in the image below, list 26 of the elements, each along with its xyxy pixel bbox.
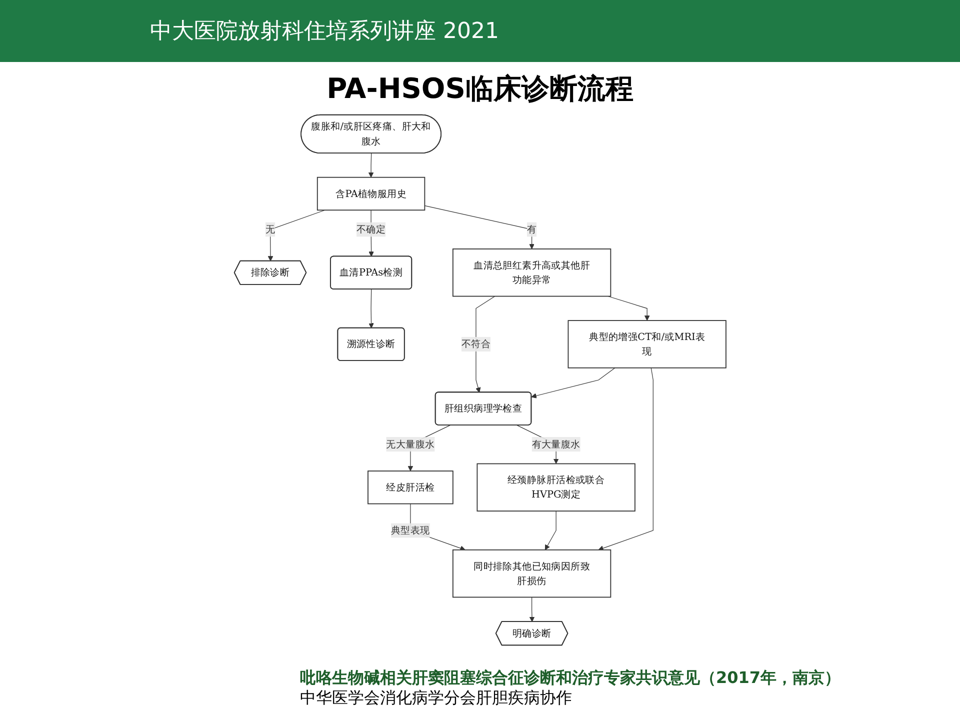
arrow bbox=[608, 296, 650, 321]
edge-label: 典型表现 bbox=[390, 524, 430, 536]
series-title: 中大医院放射科住培系列讲座 2021 bbox=[150, 18, 499, 46]
edge-label: 无 bbox=[265, 223, 275, 235]
arrow bbox=[598, 368, 654, 551]
node-box: 典型的增强CT和/或MRI表现 bbox=[568, 320, 726, 368]
edge-label: 有大量腹水 bbox=[532, 438, 580, 450]
node-box: 含PA植物服用史 bbox=[316, 176, 425, 211]
arrow bbox=[424, 205, 534, 250]
node-box: 血清总胆红素升高或其他肝功能异常 bbox=[452, 248, 611, 297]
edge-label: 不符合 bbox=[461, 338, 490, 350]
arrow bbox=[368, 288, 374, 328]
source-citation: 吡咯生物碱相关肝窦阻塞综合征诊断和治疗专家共识意见（2017年，南京） bbox=[300, 668, 841, 688]
arrow bbox=[268, 210, 326, 262]
node-box: 经皮肝活检 bbox=[367, 470, 454, 504]
arrow bbox=[531, 368, 616, 398]
edge-label: 有 bbox=[526, 223, 537, 235]
edge-label: 不确定 bbox=[356, 223, 386, 235]
arrow bbox=[544, 510, 556, 550]
arrow bbox=[529, 596, 535, 622]
edge-label: 无大量腹水 bbox=[386, 438, 435, 450]
node-box: 经颈静脉肝活检或联合HVPG测定 bbox=[476, 463, 636, 512]
diagram-title: PA-HSOS临床诊断流程 bbox=[326, 71, 634, 107]
node-box: 同时排除其他已知病因所致肝损伤 bbox=[452, 549, 611, 598]
source-author: 中华医学会消化病学分会肝胆疾病协作 bbox=[300, 688, 573, 708]
arrow bbox=[368, 153, 374, 178]
